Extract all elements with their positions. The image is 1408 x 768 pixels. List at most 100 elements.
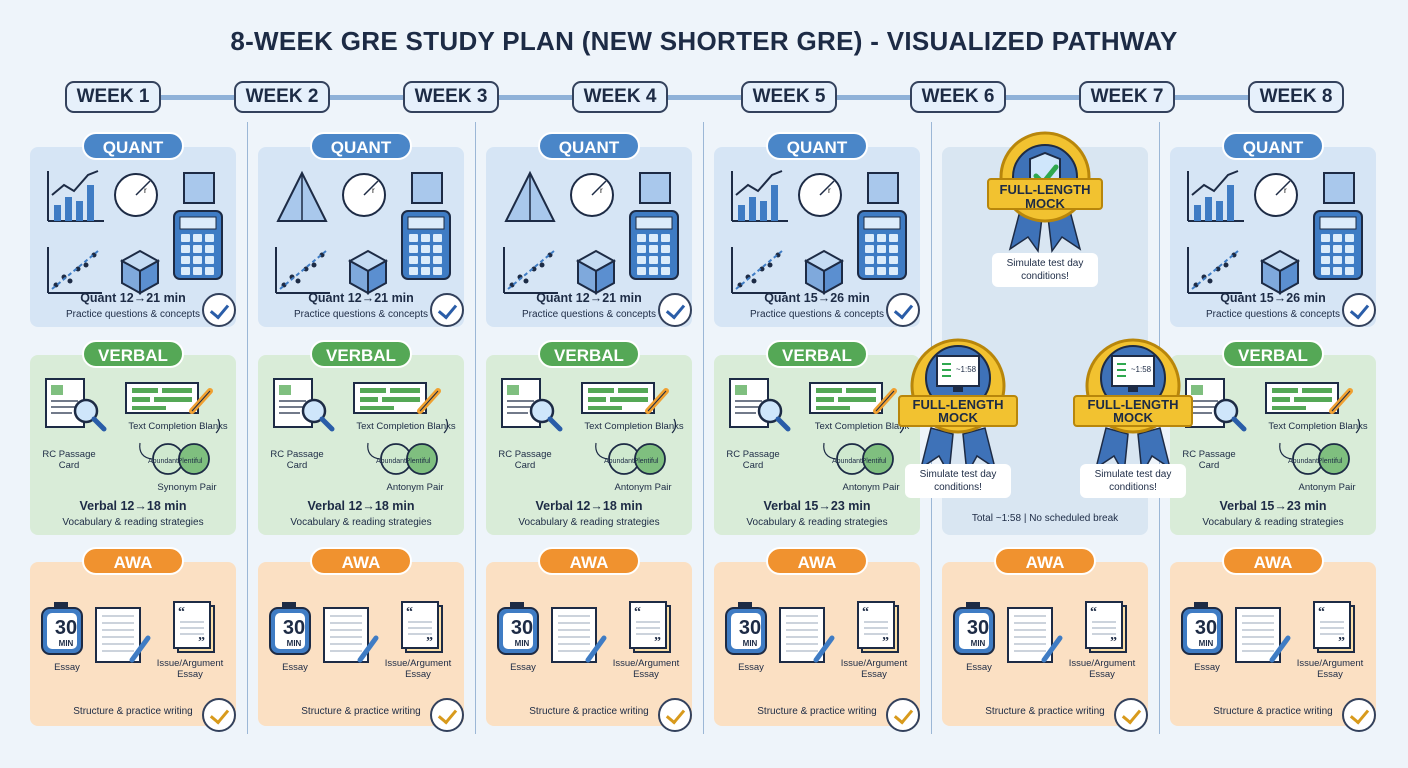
timer-unit: MIN [58,639,74,648]
verbal-description: Vocabulary & reading strategies [290,517,432,528]
issue-argument-label: Issue/Argument Essay [384,658,452,680]
text-completion-label: Text Completion Blanks [584,421,684,432]
circle-radius-icon: r [342,173,386,217]
svg-text:”: ” [1110,635,1117,650]
timer-unit: MIN [514,639,530,648]
pencil-icon [417,388,441,414]
quote-document-icon: “ ” [1085,601,1127,653]
quant-icon-area: r [496,169,682,304]
text-completion-icon [581,382,655,414]
square-icon [639,172,671,204]
timer-unit: MIN [742,639,758,648]
magnifier-icon [529,398,563,432]
awa-label: AWA [310,547,412,575]
week-7-pill: WEEK 7 [1079,81,1175,113]
verbal-description: Vocabulary & reading strategies [518,517,660,528]
mock-total-note: Total ~1:58 | No scheduled break [971,513,1119,524]
mock-screen-time: ~1:58 [955,365,977,374]
awa-icons: “ ” [41,601,215,663]
essay-page-icon [323,607,379,663]
verbal-label: VERBAL [766,340,868,368]
timer-icon [269,602,311,655]
verbal-icons [501,378,677,475]
quant-time: Quant 15→26 min [1220,291,1326,305]
svg-text:r: r [828,186,831,195]
timer-number: 30 [510,617,534,639]
week-5-pill: WEEK 5 [741,81,837,113]
pair-label: Antonym Pair [614,482,672,493]
awa-description: Structure & practice writing [301,706,421,717]
essay-page-icon [779,607,835,663]
circle-radius-icon: r [1254,173,1298,217]
awa-icons: “ ” [269,601,443,663]
rc-passage-label: RC Passage Card [726,449,780,471]
quant-time: Quant 12→21 min [80,291,186,305]
pencil-icon [645,388,669,414]
quant-icon-area: r [1180,169,1366,304]
verbal-time: Verbal 12→18 min [79,499,187,513]
checkmark-badge-icon [430,293,464,327]
quant-icons: r [503,170,679,295]
synonym-word-a: Abundant [148,458,178,465]
quant-section: QUANT r Quant 12→21 min Practice questio… [258,132,464,327]
awa-section: AWA “ ” 30 MIN Essay Issue/Argument Essa… [714,547,920,732]
svg-text:r: r [372,186,375,195]
checkmark-badge-icon [202,698,236,732]
calculator-icon [629,210,679,280]
awa-description: Structure & practice writing [757,706,877,717]
timer-icon [41,602,83,655]
circle-radius-icon: r [570,173,614,217]
issue-argument-label: Issue/Argument Essay [840,658,908,680]
timer-icon [1181,602,1223,655]
calculator-icon [1313,210,1363,280]
pencil-icon [1329,388,1353,414]
awa-description: Structure & practice writing [1213,706,1333,717]
synonym-pair-icon [823,418,905,475]
timer-number: 30 [966,617,990,639]
awa-icon-area: “ ” [268,601,454,697]
quant-label: QUANT [766,132,868,160]
quant-section: QUANT r Quant 12→21 min Pract [30,132,236,327]
svg-text:“: “ [1318,605,1325,620]
essay-label: Essay [738,662,764,673]
issue-argument-label: Issue/Argument Essay [1068,658,1136,680]
synonym-pair-icon [595,418,677,475]
checkmark-badge-icon [886,698,920,732]
timer-number: 30 [738,617,762,639]
text-completion-label: Text Completion Blank [814,421,910,432]
timer-number: 30 [282,617,306,639]
magnifier-icon [1213,398,1247,432]
quote-document-icon: “ ” [173,601,215,653]
svg-text:“: “ [1090,605,1097,620]
synonym-pair-icon [139,418,221,475]
mock-title: FULL-LENGTH MOCK [912,397,1004,425]
square-icon [183,172,215,204]
week-8-pill: WEEK 8 [1248,81,1344,113]
svg-text:”: ” [654,635,661,650]
awa-description: Structure & practice writing [529,706,649,717]
checkmark-badge-icon [658,293,692,327]
awa-icons: “ ” [953,601,1127,663]
timer-unit: MIN [970,639,986,648]
awa-icons: “ ” [497,601,671,663]
awa-label: AWA [1222,547,1324,575]
timer-number: 30 [1194,617,1218,639]
quant-icons: r [1187,170,1363,295]
timer-icon [725,602,767,655]
awa-description: Structure & practice writing [985,706,1105,717]
verbal-icons [1185,378,1361,475]
pair-label: Synonym Pair [157,482,217,493]
awa-label: AWA [994,547,1096,575]
quant-label: QUANT [82,132,184,160]
awa-section: AWA “ ” 30 MIN Essay Issue/Argument Essa… [942,547,1148,732]
checkmark-badge-icon [1342,698,1376,732]
scatter-plot-icon [1187,247,1242,294]
pair-label: Antonym Pair [1298,482,1356,493]
awa-section: AWA “ ” 30 MIN Essay Issue/Argument Essa… [258,547,464,732]
quant-section: QUANT r Quant 12→21 min Practice questio… [486,132,692,327]
quote-document-icon: “ ” [857,601,899,653]
awa-label: AWA [538,547,640,575]
cube-icon [347,249,389,295]
verbal-time: Verbal 12→18 min [535,499,643,513]
triangle-icon [504,170,556,222]
